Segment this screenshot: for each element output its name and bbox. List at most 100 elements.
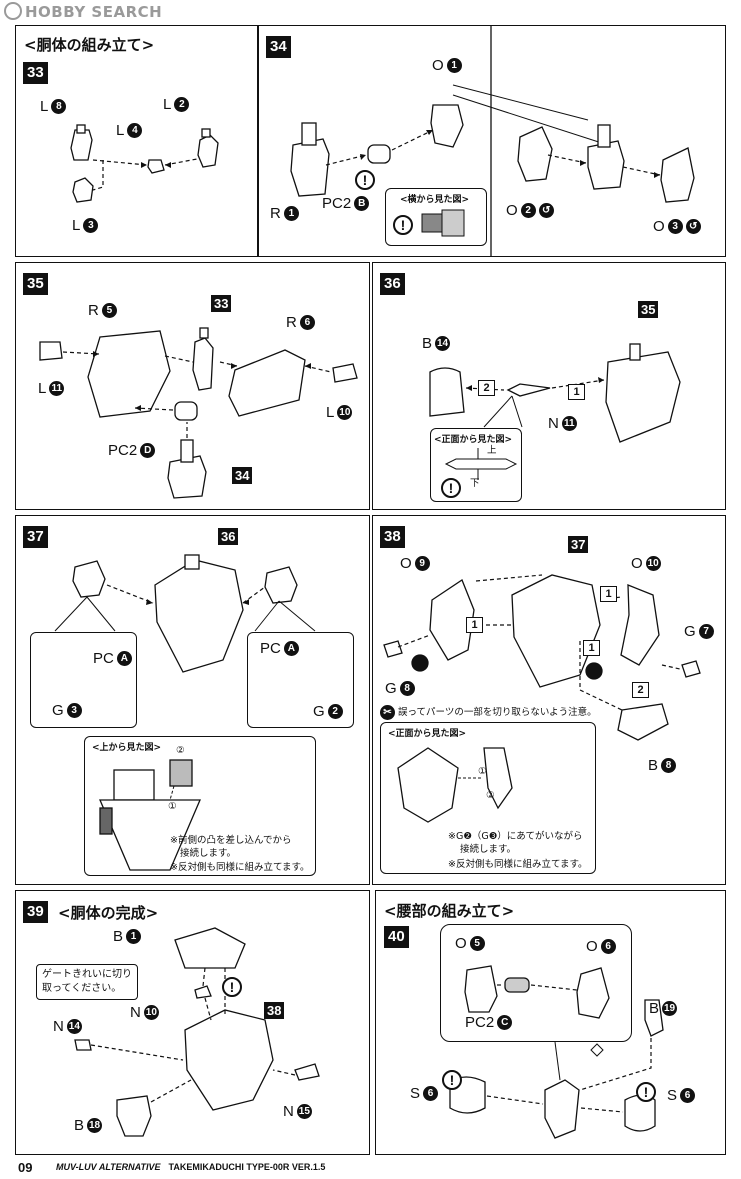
ref-step-33: 33 xyxy=(211,295,232,312)
inset-left-37 xyxy=(30,632,137,728)
front-view-diagram-38 xyxy=(397,747,513,823)
inset-title-front-view-38: <正面から見た図> xyxy=(388,729,467,739)
warning-icon-39: ! xyxy=(222,977,242,997)
step-number-40: 40 xyxy=(384,926,409,948)
note-38-line1: ※G❷（G❸）にあてがいながら xyxy=(448,831,583,842)
ref-step-36: 36 xyxy=(218,528,239,545)
part-diagram-40 xyxy=(449,965,664,1139)
step-number-36: 36 xyxy=(380,273,405,295)
section-torso-assembly: <胴体の組み立て> xyxy=(24,36,155,54)
reverse-side-icon-2: ↺ xyxy=(685,219,701,234)
order-step-1b: 1 xyxy=(466,617,483,633)
top-view-diagram-37 xyxy=(99,759,201,871)
hobby-search-watermark: HOBBY SEARCH xyxy=(4,2,162,21)
inset-title-front-view-36: <正面から見た図> xyxy=(434,435,513,445)
logo-icon xyxy=(4,2,22,20)
callout-2-38: ② xyxy=(486,790,495,801)
note-38-line2: 接続します。 xyxy=(460,844,517,855)
order-step-2: 2 xyxy=(632,682,649,698)
ref-step-37: 37 xyxy=(568,536,589,553)
order-step-1: 1 xyxy=(568,384,585,400)
ref-step-38: 38 xyxy=(264,1002,285,1019)
ref-step-34: 34 xyxy=(232,467,253,484)
inset-title-side-view: <横から見た図> xyxy=(400,195,470,205)
step-number-37: 37 xyxy=(23,526,48,548)
callout-2: ② xyxy=(176,745,185,756)
panel-step-34 xyxy=(258,25,726,257)
note-38-line3: ※反対側も同様に組み立てます。 xyxy=(448,859,588,870)
step-number-33: 33 xyxy=(23,62,48,84)
warning-icon-34-inset: ! xyxy=(393,215,413,235)
part-diagram-39 xyxy=(74,927,320,1137)
orientation-diagram-36 xyxy=(444,448,518,480)
section-waist-assembly: <腰部の組み立て> xyxy=(384,902,515,920)
part-diagram-33 xyxy=(70,124,219,203)
inset-title-top-view: <上から見た図> xyxy=(92,743,162,753)
step-number-39: 39 xyxy=(23,901,48,923)
gate-callout-39: ゲートきれいに切り取ってください。 xyxy=(36,964,138,1000)
order-step-2: 2 xyxy=(478,380,495,396)
step-number-38: 38 xyxy=(380,526,405,548)
callout-1-38: ① xyxy=(478,766,487,777)
note-37-line3: ※反対側も同様に組み立てます。 xyxy=(170,862,310,873)
pc-part-side-view xyxy=(421,209,465,237)
reverse-side-icon: ↺ xyxy=(538,203,554,218)
step-number-34: 34 xyxy=(266,36,291,58)
cut-caution-icon: ✂ xyxy=(380,705,395,720)
part-diagram-36 xyxy=(429,343,681,443)
step-number-35: 35 xyxy=(23,273,48,295)
caution-note-38: ✂ 誤ってパーツの一部を切り取らないよう注意。 xyxy=(380,705,597,720)
part-diagram-35 xyxy=(39,327,358,499)
divider-34 xyxy=(290,25,695,257)
warning-icon-36: ! xyxy=(441,478,461,498)
warning-icon-40-left: ! xyxy=(442,1070,462,1090)
page-number: 09 xyxy=(18,1160,33,1175)
note-37-line2: 接続します。 xyxy=(180,848,237,859)
note-37-line1: ※前側の凸を差し込んでから xyxy=(170,835,292,846)
warning-icon-40-right: ! xyxy=(636,1082,656,1102)
label-up: 上 xyxy=(487,445,497,456)
panel-step-33 xyxy=(15,25,258,257)
order-step-1a: 1 xyxy=(600,586,617,602)
warning-icon-34: ! xyxy=(355,170,375,190)
order-step-1c: 1 xyxy=(583,640,600,656)
callout-1: ① xyxy=(168,801,177,812)
